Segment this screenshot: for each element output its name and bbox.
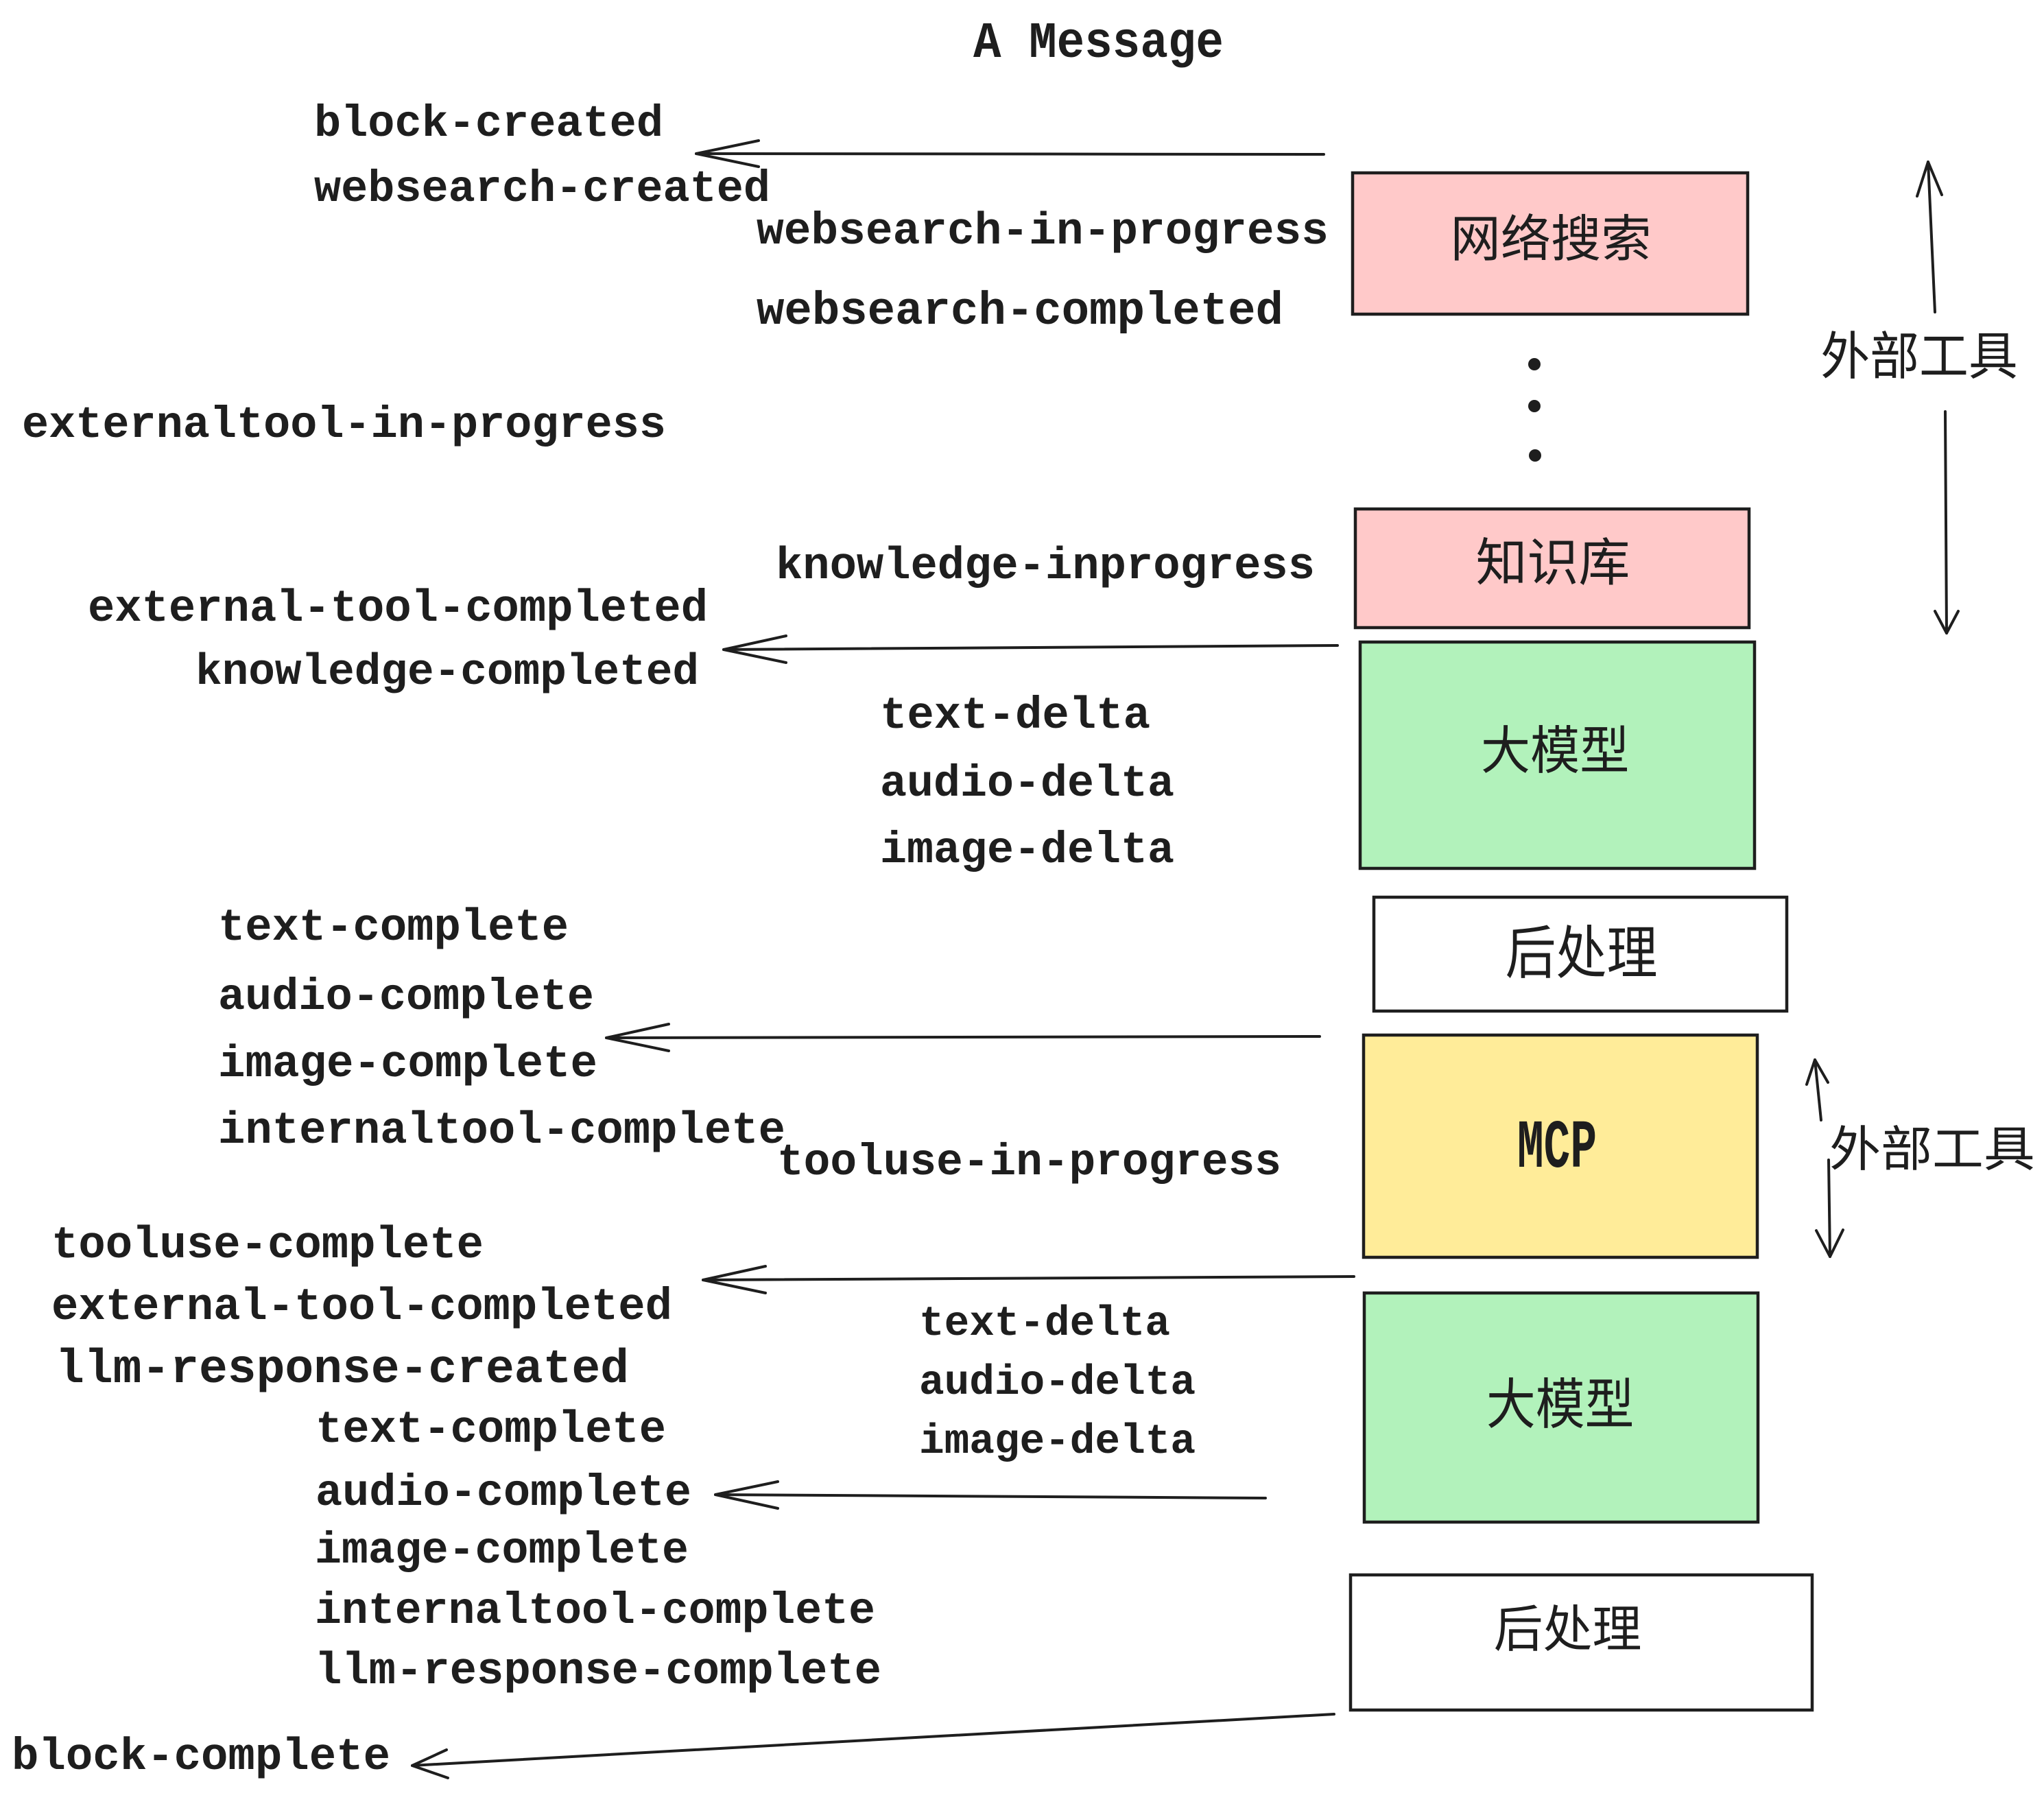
svg-text:internaltool-complete: internaltool-complete: [218, 1105, 785, 1156]
svg-text:websearch-in-progress: websearch-in-progress: [757, 206, 1329, 257]
svg-text:websearch-created: websearch-created: [314, 164, 770, 215]
svg-text:image-complete: image-complete: [315, 1526, 689, 1576]
svg-text:block-created: block-created: [314, 99, 663, 150]
svg-text:image-complete: image-complete: [218, 1039, 597, 1090]
svg-text:tooluse-complete: tooluse-complete: [51, 1220, 484, 1271]
svg-text:text-complete: text-complete: [316, 1404, 666, 1456]
svg-text:text-complete: text-complete: [218, 902, 569, 953]
svg-text:llm-response-created: llm-response-created: [56, 1342, 629, 1397]
svg-text:audio-complete: audio-complete: [218, 972, 594, 1023]
svg-text:knowledge-completed: knowledge-completed: [195, 648, 699, 698]
svg-text:audio-delta: audio-delta: [919, 1360, 1196, 1407]
svg-text:audio-complete: audio-complete: [316, 1468, 691, 1519]
svg-text:tooluse-in-progress: tooluse-in-progress: [777, 1138, 1281, 1188]
svg-text:websearch-completed: websearch-completed: [757, 286, 1283, 338]
svg-text:external-tool-completed: external-tool-completed: [51, 1281, 672, 1333]
svg-text:text-delta: text-delta: [919, 1301, 1170, 1348]
svg-text:MCP: MCP: [1517, 1111, 1597, 1188]
svg-text:image-delta: image-delta: [919, 1419, 1196, 1466]
svg-text:A Message: A Message: [973, 15, 1224, 73]
svg-text:block-complete: block-complete: [12, 1731, 390, 1783]
svg-text:knowledge-inprogress: knowledge-inprogress: [776, 541, 1315, 592]
svg-text:image-delta: image-delta: [880, 825, 1174, 876]
svg-text:text-delta: text-delta: [880, 690, 1150, 741]
svg-text:llm-response-complete: llm-response-complete: [315, 1646, 881, 1697]
svg-text:external-tool-completed: external-tool-completed: [88, 583, 708, 634]
svg-text:audio-delta: audio-delta: [880, 759, 1174, 809]
svg-text:internaltool-complete: internaltool-complete: [315, 1587, 875, 1637]
svg-text:externaltool-in-progress: externaltool-in-progress: [22, 400, 666, 451]
